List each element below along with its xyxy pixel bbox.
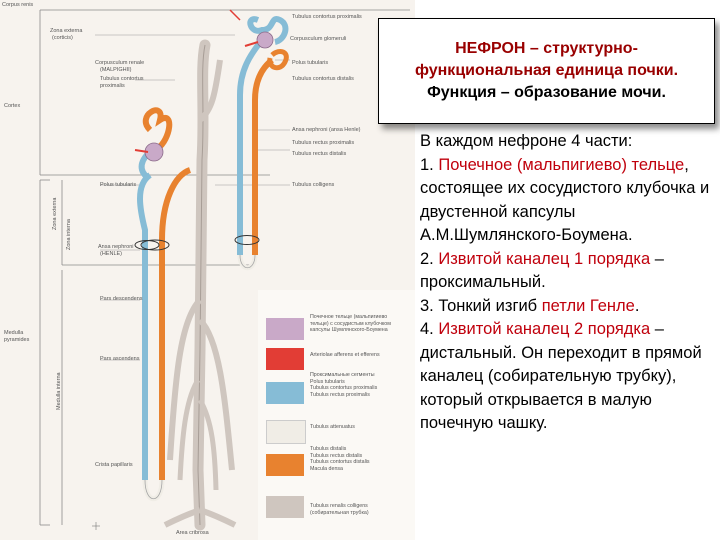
label-corpus-renis: Corpus renis bbox=[2, 2, 34, 8]
label-proximalis: proximalis bbox=[100, 83, 125, 89]
label-area-cribrosa: Area cribrosa bbox=[176, 530, 209, 536]
collecting-duct bbox=[163, 39, 237, 531]
cortical-nephron bbox=[134, 9, 289, 271]
label-pars-descendens: Pars descendens bbox=[100, 296, 143, 302]
part-4-term: Извитой каналец 2 порядка bbox=[438, 320, 651, 338]
label-tub-contortus-dist: Tubulus contortus distalis bbox=[292, 76, 354, 82]
label-v-zona-externa: Zona externa bbox=[52, 197, 58, 230]
label-henle: (HENLE) bbox=[100, 251, 123, 257]
label-polus-tubularis-left: Polus tubularis bbox=[100, 182, 137, 188]
label-crista-papillaris: Crista papillaris bbox=[95, 462, 133, 468]
label-malpighi: (MALPIGHII) bbox=[100, 67, 132, 73]
legend-swatch-distal bbox=[266, 454, 304, 476]
scale-mark bbox=[92, 522, 100, 530]
label-ansa-nephroni-right: Ansa nephroni (ansa Henle) bbox=[292, 127, 361, 133]
title-box: НЕФРОН – структурно- функциональная един… bbox=[378, 18, 715, 124]
part-2: 2. Извитой каналец 1 порядка – проксимал… bbox=[420, 249, 664, 292]
label-tub-rectus-dist: Tubulus rectus distalis bbox=[292, 151, 347, 157]
part-4: 4. Извитой каналец 2 порядка – дистальны… bbox=[420, 320, 702, 432]
label-tub-colligens: Tubulus colligens bbox=[292, 182, 335, 188]
legend-swatch-glomerulus bbox=[266, 318, 304, 340]
label-zona-externa: Zona externa bbox=[50, 28, 83, 34]
part-3-term: петли Генле bbox=[541, 296, 635, 315]
description-text: В каждом нефроне 4 части: 1. Почечное (м… bbox=[420, 130, 718, 436]
nephron-illustration bbox=[39, 9, 410, 531]
label-polus-tubularis-right: Polus tubularis bbox=[292, 60, 329, 66]
label-pyramides: pyramides bbox=[4, 337, 30, 343]
juxtamedullary-nephron bbox=[134, 107, 192, 502]
nephron-diagram: Corpus renis Zona externa (corticis) Cor… bbox=[0, 0, 415, 540]
label-v-medulla-interna: Medulla interna bbox=[56, 372, 62, 410]
label-corpusculum: Corpusculum renale bbox=[95, 60, 145, 66]
label-pars-ascendens: Pars ascendens bbox=[100, 356, 140, 362]
legend-swatch-arterioles bbox=[266, 348, 304, 370]
part-1: 1. Почечное (мальпигиево) тельце, состоя… bbox=[420, 155, 710, 245]
legend-text-colligens: Tubulus renalis colligens(собирательная … bbox=[310, 503, 369, 516]
intro-line: В каждом нефроне 4 части: bbox=[420, 132, 633, 150]
label-ansa-nephroni-left: Ansa nephroni bbox=[98, 244, 134, 250]
label-v-zona-interna: Zona interna bbox=[66, 219, 72, 250]
label-tubulus-contortus: Tubulus contortus bbox=[100, 76, 144, 82]
label-corticis: (corticis) bbox=[52, 35, 73, 41]
label-tub-rectus-prox: Tubulus rectus proximalis bbox=[292, 140, 355, 146]
part-2-term: Извитой каналец 1 порядка bbox=[438, 249, 651, 268]
legend-swatch-colligens bbox=[266, 496, 304, 518]
legend-text-attenuatus: Tubulus attenuatus bbox=[310, 424, 355, 430]
label-tub-contortus-prox: Tubulus contortus proximalis bbox=[292, 14, 362, 20]
title-line-2: функциональная единица почки. bbox=[414, 62, 679, 79]
legend-swatch-attenuatus bbox=[266, 420, 306, 444]
part-3: 3. Тонкий изгиб петли Генле. bbox=[420, 296, 640, 315]
title-line-3: Функция – образование мочи. bbox=[427, 84, 666, 101]
label-cortex: Cortex bbox=[4, 103, 21, 109]
legend-swatch-proximal bbox=[266, 382, 304, 404]
label-medulla: Medulla bbox=[4, 330, 24, 336]
title-line-1: НЕФРОН – структурно- bbox=[455, 40, 638, 57]
part-1-term: Почечное (мальпигиево) тельце bbox=[438, 155, 685, 174]
legend-text-arterioles: Arteriolae afferens et efferens bbox=[310, 352, 380, 358]
label-corpus-glomeruli: Corpusculum glomeruli bbox=[290, 36, 347, 42]
